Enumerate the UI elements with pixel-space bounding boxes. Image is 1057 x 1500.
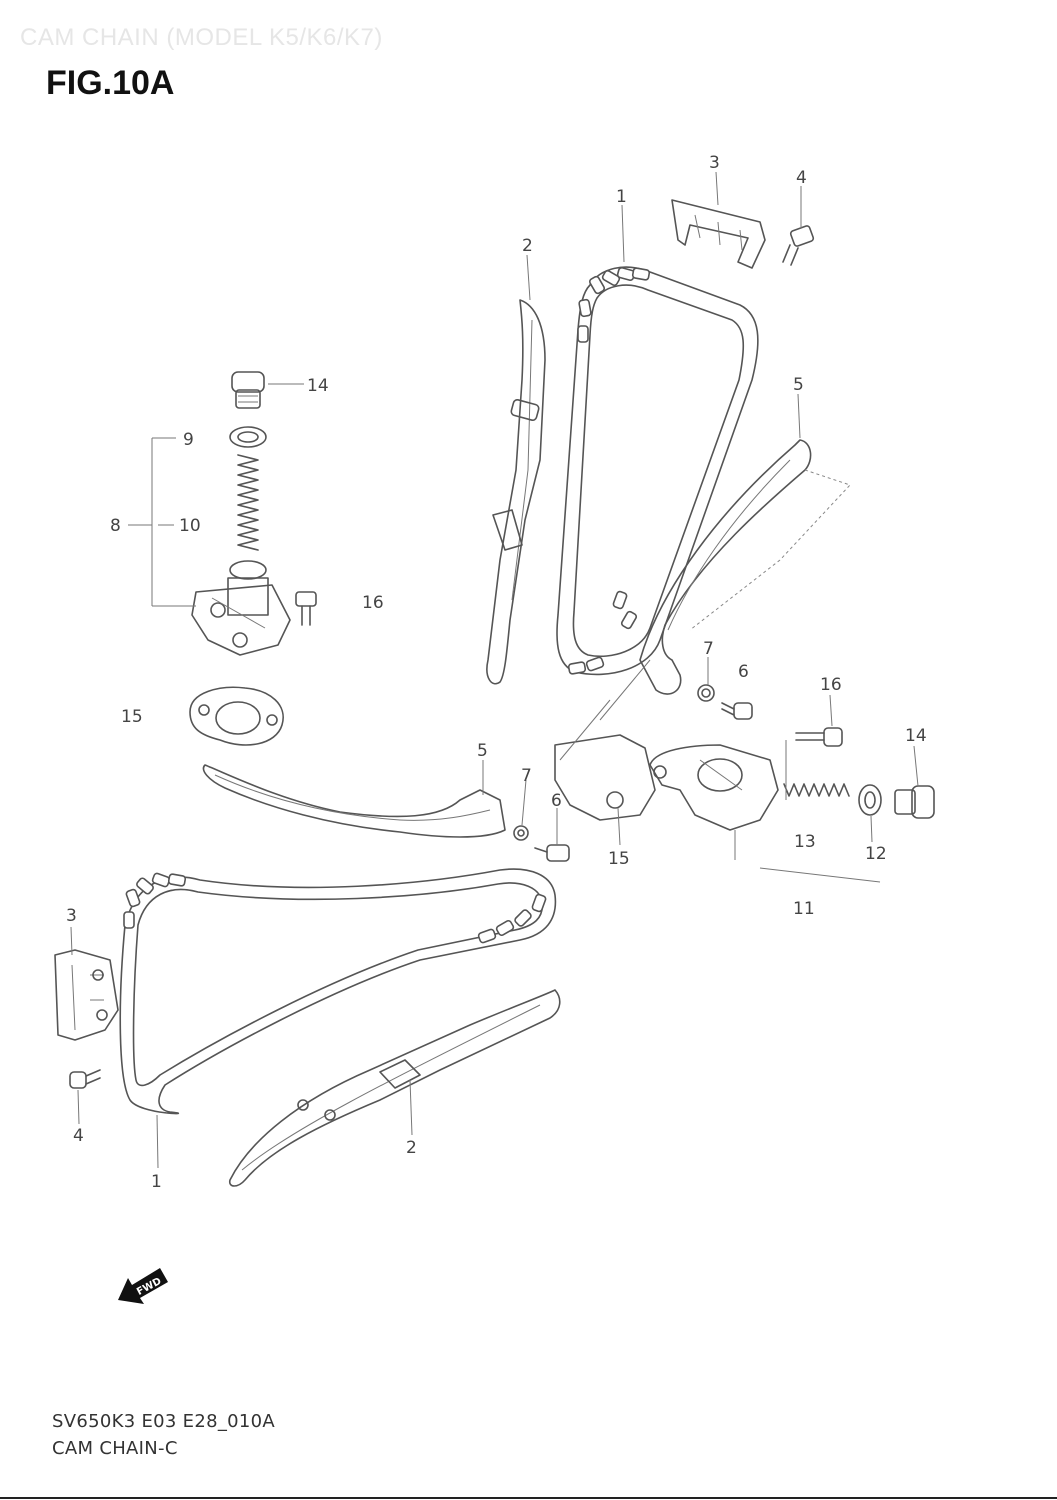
callout-5-top: 5 (793, 375, 804, 395)
callout-15-left: 15 (121, 707, 143, 727)
left-tensioner-body (191, 577, 291, 656)
upper-bolt (782, 225, 815, 266)
lower-chain-guide (228, 989, 561, 1187)
callout-7-mid: 7 (521, 766, 532, 786)
right-washer-top (697, 684, 715, 702)
callout-2-top: 2 (522, 236, 533, 256)
right-small-bolt (795, 727, 843, 747)
callout-10: 10 (179, 516, 201, 536)
drawing-name: CAM CHAIN-C (52, 1438, 178, 1459)
callout-12: 12 (865, 844, 887, 864)
chain-links-upper (567, 266, 651, 675)
upper-chain-guide (486, 299, 546, 685)
callout-13: 13 (794, 832, 816, 852)
callout-3-bottom: 3 (66, 906, 77, 926)
left-tensioner-cap-bolt (231, 371, 265, 409)
mid-washer (513, 825, 529, 841)
left-small-bolt (295, 591, 317, 626)
callout-14-right: 14 (905, 726, 927, 746)
callout-6-top: 6 (738, 662, 749, 682)
left-gasket-ring (229, 426, 267, 448)
leader-lines (70, 171, 919, 1169)
chain-links-lower (123, 872, 547, 944)
lower-cam-chain (119, 868, 557, 1115)
callout-5-mid: 5 (477, 741, 488, 761)
right-pivot-bolt (721, 702, 753, 720)
callout-8: 8 (110, 516, 121, 536)
lower-tensioner-arm (202, 764, 506, 838)
callout-9: 9 (183, 430, 194, 450)
callout-16-right: 16 (820, 675, 842, 695)
tensioner-mount-plate (554, 734, 656, 821)
mid-pivot-bolt (534, 844, 570, 862)
upper-tensioner-arm (639, 439, 851, 695)
group-bracket-11 (759, 867, 881, 883)
right-tensioner-spring (783, 783, 850, 797)
callout-4-top: 4 (796, 168, 807, 188)
left-tensioner-spring (237, 454, 259, 551)
callout-16-left: 16 (362, 593, 384, 613)
callout-7-top: 7 (703, 639, 714, 659)
callout-4-bottom: 4 (73, 1126, 84, 1146)
callout-1-bottom: 1 (151, 1172, 162, 1192)
section-title: CAM CHAIN (MODEL K5/K6/K7) (20, 24, 383, 51)
callout-1-top: 1 (616, 187, 627, 207)
right-tensioner-body (649, 744, 779, 831)
callout-3-top: 3 (709, 153, 720, 173)
callout-6-mid: 6 (551, 791, 562, 811)
right-tensioner-cap-bolt (894, 785, 935, 819)
callout-15-mid: 15 (608, 849, 630, 869)
lower-bolt (69, 1069, 101, 1089)
figure-title: FIG.10A (46, 64, 175, 102)
callout-2-bottom: 2 (406, 1138, 417, 1158)
upper-cam-chain (556, 266, 759, 676)
upper-guide-bracket (671, 199, 766, 269)
drawing-code: SV650K3 E03 E28_010A (52, 1411, 276, 1432)
callout-11: 11 (793, 899, 815, 919)
callout-14-left: 14 (307, 376, 329, 396)
right-gasket-ring (858, 784, 882, 816)
lower-guide-bracket (54, 949, 119, 1041)
callout-numbers: 1 2 3 4 5 14 9 8 10 16 15 7 6 16 14 5 7 … (66, 153, 927, 1192)
page-border-line (0, 1497, 1057, 1499)
left-gasket (189, 686, 284, 746)
fwd-arrow-icon: FWD (118, 1268, 168, 1304)
left-spring-seat (229, 560, 267, 580)
